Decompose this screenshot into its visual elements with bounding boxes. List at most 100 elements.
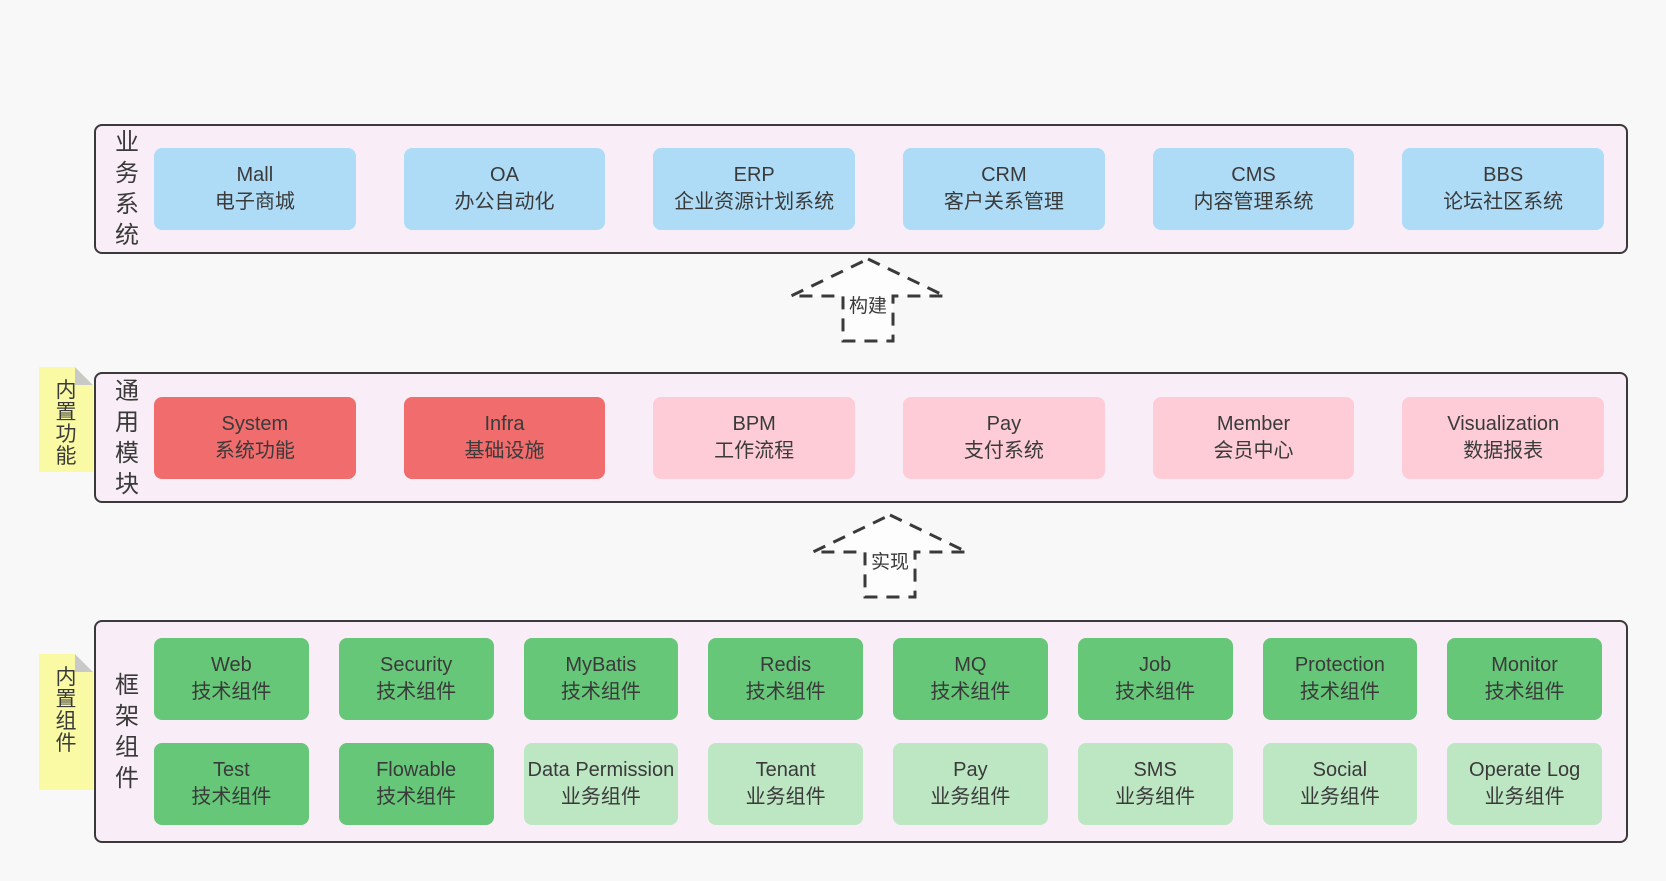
box-title: CRM <box>981 164 1027 186</box>
box-title: CMS <box>1231 164 1276 186</box>
box-system: System 系统功能 <box>154 396 356 479</box>
box-redis: Redis 技术组件 <box>708 638 863 720</box>
box-title: Operate Log <box>1469 759 1581 781</box>
box-subtitle: 系统功能 <box>214 439 295 462</box>
box-data-permission: Data Permission 业务组件 <box>523 743 679 825</box>
box-title: Member <box>1216 412 1291 435</box>
box-title: Web <box>210 654 252 676</box>
box-monitor: Monitor 技术组件 <box>1447 638 1602 720</box>
box-subtitle: 技术组件 <box>930 681 1011 703</box>
section-label-modules: 通用模块 <box>115 377 139 498</box>
box-subtitle: 技术组件 <box>1299 681 1380 703</box>
sticky-tab-built-in-components: 内置组件 <box>39 654 93 790</box>
box-subtitle: 基础设施 <box>464 439 545 462</box>
business-boxes: Mall 电子商城 OA 办公自动化 ERP 企业资源计划系统 CRM 客户关系… <box>154 148 1605 230</box>
box-subtitle: 业务组件 <box>930 786 1011 808</box>
framework-row-1: Web 技术组件 Security 技术组件 MyBatis 技术组件 Redi… <box>154 638 1602 720</box>
box-mall: Mall 电子商城 <box>154 148 356 230</box>
box-subtitle: 数据报表 <box>1463 439 1544 462</box>
implement-arrow-label: 实现 <box>867 547 913 575</box>
box-title: Protection <box>1294 654 1385 676</box>
box-title: MQ <box>954 654 987 676</box>
box-title: Tenant <box>755 759 816 781</box>
box-title: Flowable <box>376 759 457 781</box>
box-job: Job 技术组件 <box>1077 638 1233 720</box>
module-boxes: System 系统功能 Infra 基础设施 BPM 工作流程 Pay 支付系统… <box>154 396 1605 479</box>
box-tenant: Tenant 业务组件 <box>708 743 863 825</box>
sticky-tab-built-in-features: 内置功能 <box>39 367 93 472</box>
box-subtitle: 业务组件 <box>745 786 826 808</box>
framework-row-2: Test 技术组件 Flowable 技术组件 Data Permission … <box>154 743 1602 825</box>
box-visualization: Visualization 数据报表 <box>1402 396 1605 479</box>
box-subtitle: 会员中心 <box>1213 439 1294 462</box>
box-subtitle: 技术组件 <box>745 681 826 703</box>
box-security: Security 技术组件 <box>338 638 494 720</box>
box-subtitle: 论坛社区系统 <box>1443 191 1564 213</box>
box-title: ERP <box>733 164 775 186</box>
box-subtitle: 支付系统 <box>963 439 1044 462</box>
box-title: Job <box>1139 654 1172 676</box>
box-social: Social 业务组件 <box>1262 743 1418 825</box>
box-subtitle: 工作流程 <box>714 439 795 462</box>
sticky-tab-label: 内置组件 <box>55 666 77 755</box>
box-title: Social <box>1312 759 1368 781</box>
box-title: Monitor <box>1491 654 1558 676</box>
section-label-framework: 框架组件 <box>115 671 139 792</box>
box-bbs: BBS 论坛社区系统 <box>1402 148 1605 230</box>
box-title: Test <box>213 759 250 781</box>
box-title: SMS <box>1133 759 1177 781</box>
box-cms: CMS 内容管理系统 <box>1152 148 1355 230</box>
box-protection: Protection 技术组件 <box>1262 638 1418 720</box>
box-title: MyBatis <box>565 654 637 676</box>
box-subtitle: 电子商城 <box>214 191 295 213</box>
box-oa: OA 办公自动化 <box>403 148 606 230</box>
box-flowable: Flowable 技术组件 <box>338 743 494 825</box>
box-subtitle: 业务组件 <box>1484 786 1565 808</box>
box-subtitle: 技术组件 <box>1484 681 1565 703</box>
box-subtitle: 业务组件 <box>1299 786 1380 808</box>
sticky-fold-corner <box>75 367 93 385</box>
box-mybatis: MyBatis 技术组件 <box>523 638 679 720</box>
box-title: BPM <box>732 412 776 435</box>
framework-rows: Web 技术组件 Security 技术组件 MyBatis 技术组件 Redi… <box>154 638 1602 825</box>
box-bpm: BPM 工作流程 <box>653 396 856 479</box>
box-subtitle: 技术组件 <box>560 681 641 703</box>
box-subtitle: 客户关系管理 <box>943 191 1064 213</box>
build-arrow: 构建 <box>788 256 948 344</box>
box-title: Redis <box>760 654 812 676</box>
panel-common-modules: 通用模块 System 系统功能 Infra 基础设施 BPM 工作流程 Pay… <box>94 372 1628 503</box>
box-web: Web 技术组件 <box>154 638 309 720</box>
box-title: Visualization <box>1447 412 1560 435</box>
box-subtitle: 业务组件 <box>560 786 641 808</box>
box-title: Pay <box>986 412 1022 435</box>
sticky-tab-label: 内置功能 <box>55 379 77 468</box>
box-operate-log: Operate Log 业务组件 <box>1447 743 1602 825</box>
box-test: Test 技术组件 <box>154 743 309 825</box>
box-subtitle: 内容管理系统 <box>1193 191 1314 213</box>
box-title: OA <box>490 164 519 186</box>
box-subtitle: 技术组件 <box>191 681 272 703</box>
box-subtitle: 技术组件 <box>191 786 272 808</box>
box-pay-component: Pay 业务组件 <box>893 743 1048 825</box>
panel-business-systems: 业务系统 Mall 电子商城 OA 办公自动化 ERP 企业资源计划系统 CRM… <box>94 124 1628 254</box>
box-infra: Infra 基础设施 <box>403 396 606 479</box>
box-title: Infra <box>484 412 525 435</box>
box-title: Data Permission <box>527 759 675 781</box>
build-arrow-label: 构建 <box>845 291 891 319</box>
box-subtitle: 技术组件 <box>376 786 457 808</box>
box-subtitle: 技术组件 <box>376 681 457 703</box>
box-mq: MQ 技术组件 <box>893 638 1048 720</box>
box-pay-system: Pay 支付系统 <box>903 396 1105 479</box>
panel-framework-components: 框架组件 Web 技术组件 Security 技术组件 MyBatis 技术组件… <box>94 620 1628 843</box>
implement-arrow: 实现 <box>810 512 970 600</box>
box-title: Mall <box>236 164 274 186</box>
box-crm: CRM 客户关系管理 <box>903 148 1105 230</box>
box-erp: ERP 企业资源计划系统 <box>653 148 856 230</box>
box-title: Pay <box>953 759 988 781</box>
box-title: System <box>221 412 289 435</box>
box-title: Security <box>380 654 453 676</box>
sticky-fold-corner <box>75 654 93 672</box>
box-sms: SMS 业务组件 <box>1077 743 1233 825</box>
box-subtitle: 企业资源计划系统 <box>674 191 835 213</box>
box-subtitle: 技术组件 <box>1115 681 1196 703</box>
